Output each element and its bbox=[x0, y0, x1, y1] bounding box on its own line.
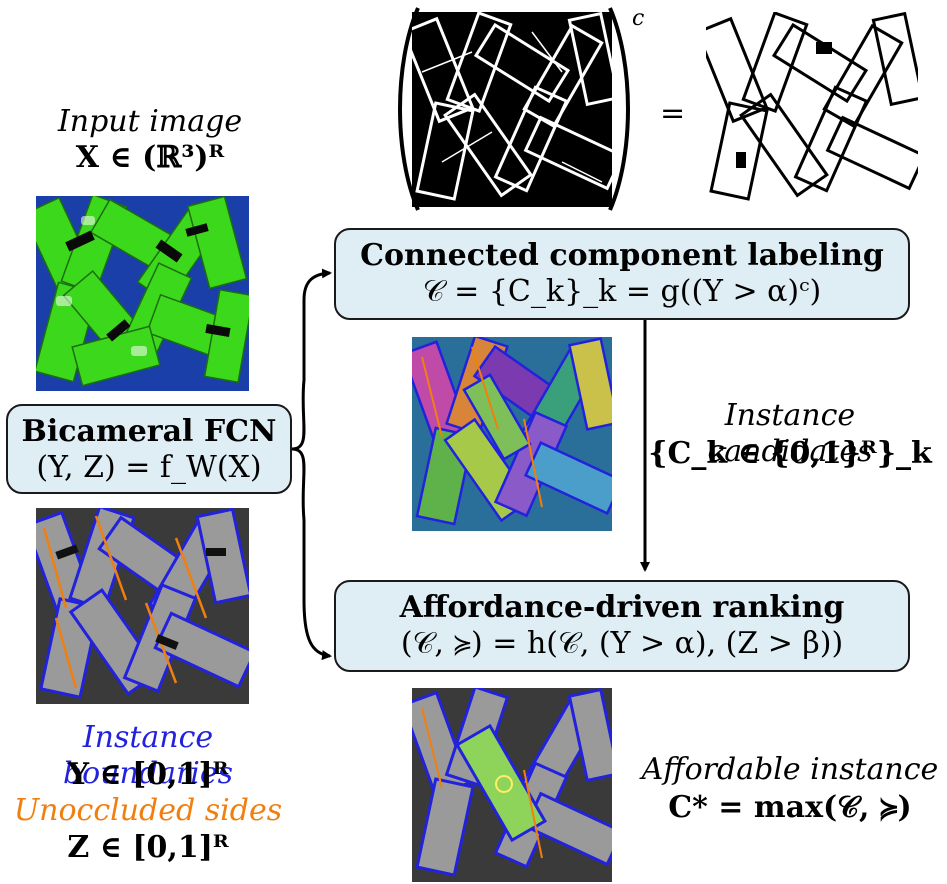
right-paren bbox=[608, 7, 630, 211]
left-paren bbox=[398, 7, 420, 211]
affordable-instance-label: Affordable instance bbox=[641, 752, 939, 787]
complement-mask-image bbox=[706, 12, 918, 207]
instance-boundaries-label: Instance boundaries bbox=[62, 720, 234, 791]
bicameral-fcn-box: Bicameral FCN (Y, Z) = f_W(X) bbox=[6, 404, 292, 494]
arrow-to-ccl bbox=[291, 268, 332, 451]
complement-superscript: c bbox=[632, 6, 645, 31]
unoccluded-sides-label: Unoccluded sides bbox=[13, 793, 283, 828]
ranking-box: Affordance-driven ranking (𝒞, ≽) = h(𝒞, … bbox=[334, 580, 910, 672]
arrow-to-ranking bbox=[291, 447, 332, 661]
ranking-title: Affordance-driven ranking bbox=[399, 590, 845, 625]
bicameral-fcn-formula: (Y, Z) = f_W(X) bbox=[36, 450, 262, 485]
boundary-mask-image bbox=[412, 12, 612, 207]
affordable-instance-formula: C* = max(𝒞, ≽) bbox=[668, 790, 912, 825]
affordable-instance-image bbox=[412, 688, 612, 882]
input-image-label: Input image bbox=[57, 104, 243, 139]
instance-candidates-formula: {C_k ∈ {0,1}ᴿ}_k bbox=[648, 436, 932, 471]
ccl-title: Connected component labeling bbox=[360, 238, 884, 273]
equals-sign: = bbox=[660, 96, 686, 131]
instance-candidates-label: Instance candidates bbox=[707, 398, 873, 469]
bicameral-fcn-title: Bicameral FCN bbox=[21, 414, 277, 449]
ccl-formula: 𝒞 = {C_k}_k = g((Y > α)ᶜ) bbox=[422, 274, 822, 309]
input-formula: X ∈ (ℝ³)ᴿ bbox=[75, 140, 225, 175]
ccl-box: Connected component labeling 𝒞 = {C_k}_k… bbox=[334, 228, 910, 320]
boundaries-formula: Y ∈ [0,1]ᴿ bbox=[67, 757, 229, 792]
input-image bbox=[36, 196, 249, 391]
ranking-formula: (𝒞, ≽) = h(𝒞, (Y > α), (Z > β)) bbox=[400, 626, 844, 661]
instance-candidates-image bbox=[412, 337, 612, 531]
unoccluded-formula: Z ∈ [0,1]ᴿ bbox=[67, 830, 229, 865]
boundary-prediction-image bbox=[36, 508, 249, 704]
